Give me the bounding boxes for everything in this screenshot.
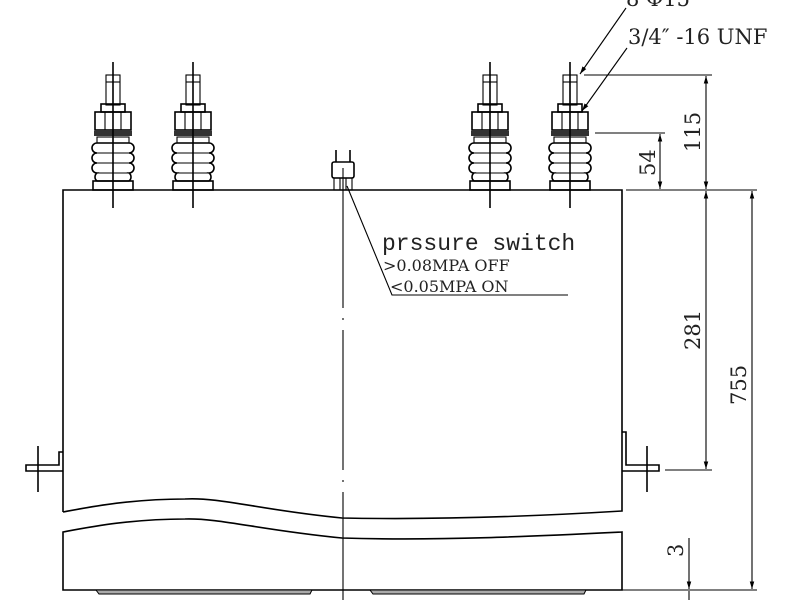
dim-281-label: 281 [681,310,705,350]
foot-right [369,589,587,595]
terminal-bushing-4 [548,61,592,209]
terminal-bushing-1 [91,61,135,209]
dim-54-label: 54 [636,149,660,176]
terminal-bushing-3 [468,61,512,209]
foot-left [95,589,313,595]
thread-spec-label: 3/4″ -16 UNF [628,25,767,49]
dim-3-label: 3 [664,544,688,557]
mounting-bracket-left [25,446,63,492]
hole-spec-label: 8 Φ15 [626,0,690,11]
dim-755-label: 755 [727,365,751,405]
switch-leader [346,185,568,296]
hole-spec-leader [579,7,627,75]
capacitor-body-upper [62,189,623,520]
switch-on-spec: <0.05MPA ON [390,277,508,296]
thread-spec-leader [581,47,628,112]
mounting-bracket-right [622,431,660,492]
terminal-bushing-2 [171,61,215,209]
dim-115-label: 115 [681,112,705,152]
capacitor-body-lower [62,518,623,591]
switch-off-spec: >0.08MPA OFF [383,256,510,275]
switch-title: prssure switch [382,231,575,257]
